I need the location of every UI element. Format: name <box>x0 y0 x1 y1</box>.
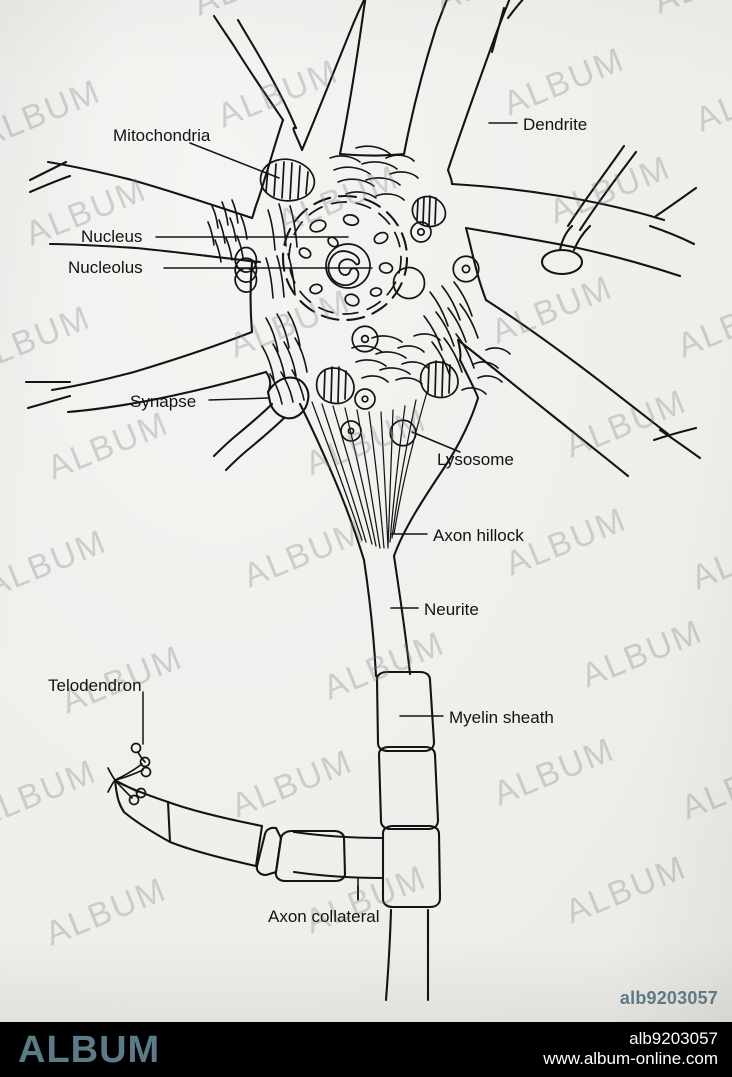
label-nucleolus: Nucleolus <box>68 258 143 277</box>
mitochondria <box>234 158 459 405</box>
lysosomes <box>340 221 480 447</box>
footer-bar: ALBUM alb9203057 www.album-online.com <box>0 1022 732 1077</box>
footer-image-id: alb9203057 <box>629 1029 718 1048</box>
album-logo[interactable]: ALBUM <box>18 1029 161 1071</box>
image-id-text: alb9203057 <box>619 988 718 1008</box>
nucleus <box>281 194 409 322</box>
label-synapse: Synapse <box>130 392 197 411</box>
footer-right-block: alb9203057 www.album-online.com <box>543 1029 718 1069</box>
axon-collateral <box>113 778 384 883</box>
label-axon-hillock: Axon hillock <box>433 526 524 545</box>
label-mitochondria: Mitochondria <box>113 126 211 145</box>
label-neurite: Neurite <box>424 600 479 619</box>
neuron-line-drawing <box>24 0 702 1002</box>
telodendron <box>107 742 152 806</box>
label-myelin-sheath: Myelin sheath <box>449 708 554 727</box>
footer-website-url[interactable]: www.album-online.com <box>543 1049 718 1068</box>
axon-neurite <box>362 554 412 678</box>
myelin-sheath-segments <box>375 670 442 1002</box>
label-nucleus: Nucleus <box>81 227 143 246</box>
soma-outline <box>24 0 702 562</box>
endoplasmic-reticulum <box>207 145 511 405</box>
label-dendrite: Dendrite <box>523 115 588 134</box>
leader-lines <box>142 122 518 901</box>
label-telodendron: Telodendron <box>48 676 142 695</box>
label-lysosome: Lysosome <box>437 450 514 469</box>
axon-hillock-fibres <box>311 391 428 549</box>
label-axon-collateral: Axon collateral <box>268 907 380 926</box>
